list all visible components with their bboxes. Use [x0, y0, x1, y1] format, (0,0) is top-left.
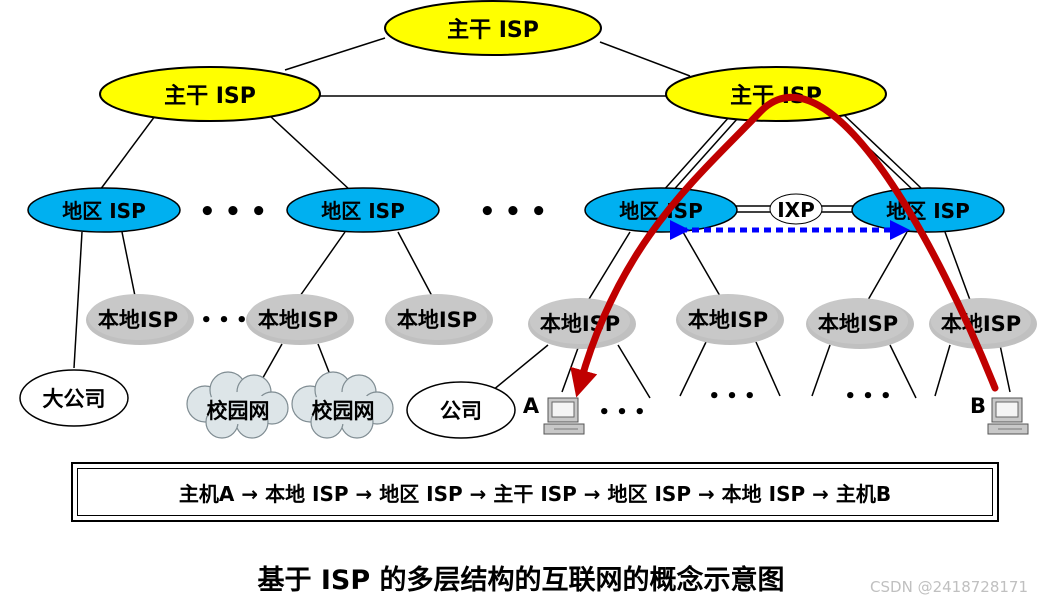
local-isp-label: 本地ISP: [258, 308, 338, 332]
big-company-label: 大公司: [43, 387, 106, 411]
backbone-isp-left: 主干 ISP: [99, 66, 321, 122]
company-node: 公司: [406, 381, 516, 439]
ixp-node: IXP: [769, 193, 823, 225]
company-label: 公司: [440, 399, 482, 423]
local-isp-label: 本地ISP: [98, 308, 178, 332]
regional-isp-4: 地区 ISP: [851, 187, 1005, 233]
watermark: CSDN @2418728171: [870, 578, 1028, 596]
campus-net-label: 校园网: [207, 399, 270, 423]
computer-icon: [543, 397, 585, 435]
diagram-caption: 基于 ISP 的多层结构的互联网的概念示意图: [257, 565, 785, 596]
route-summary-box: 主机A → 本地 ISP → 地区 ISP → 主干 ISP → 地区 ISP …: [71, 462, 999, 522]
backbone-isp-label: 主干 ISP: [447, 18, 539, 43]
campus-net-label: 校园网: [312, 399, 375, 423]
ellipsis-dots: • • •: [708, 386, 755, 407]
local-isp-3: 本地ISP: [385, 294, 493, 345]
local-isp-label: 本地ISP: [540, 312, 620, 336]
local-isp-5: 本地ISP: [676, 294, 784, 345]
regional-isp-label: 地区 ISP: [321, 199, 404, 223]
regional-isp-2: 地区 ISP: [286, 187, 440, 233]
backbone-isp-label: 主干 ISP: [730, 84, 822, 109]
backbone-isp-label: 主干 ISP: [164, 84, 256, 109]
regional-isp-label: 地区 ISP: [62, 199, 145, 223]
ixp-label: IXP: [777, 198, 815, 222]
regional-isp-1: 地区 ISP: [27, 187, 181, 233]
ellipsis-dots: • • •: [598, 402, 645, 423]
local-isp-6: 本地ISP: [806, 298, 914, 349]
local-isp-label: 本地ISP: [818, 312, 898, 336]
local-isp-1: 本地ISP: [86, 294, 194, 345]
isp-hierarchy-diagram: 主干 ISP 主干 ISP 主干 ISP 地区 ISP 地区 ISP 地区 IS…: [19, 0, 1037, 439]
host-b: B: [970, 394, 1029, 435]
backbone-isp-top: 主干 ISP: [384, 0, 602, 56]
ellipsis-dots: • • •: [199, 197, 267, 227]
regional-isp-label: 地区 ISP: [886, 199, 969, 223]
regional-isp-3: 地区 ISP: [584, 187, 738, 233]
host-b-label: B: [970, 394, 986, 418]
local-isp-label: 本地ISP: [397, 308, 477, 332]
host-a: A: [523, 394, 585, 435]
route-arrow: [570, 93, 999, 398]
big-company-node: 大公司: [19, 369, 129, 427]
campus-net-cloud-2: 校园网: [291, 371, 394, 439]
local-isp-label: 本地ISP: [688, 308, 768, 332]
ellipsis-dots: • • •: [200, 310, 247, 331]
backbone-isp-right: 主干 ISP: [665, 66, 887, 122]
host-a-label: A: [523, 394, 540, 418]
ellipsis-dots: • • •: [479, 197, 547, 227]
ellipsis-dots: • • •: [844, 386, 891, 407]
computer-icon: [987, 397, 1029, 435]
campus-net-cloud-1: 校园网: [186, 371, 289, 439]
route-summary-text: 主机A → 本地 ISP → 地区 ISP → 主干 ISP → 地区 ISP …: [77, 468, 993, 516]
local-isp-label: 本地ISP: [941, 312, 1021, 336]
local-isp-2: 本地ISP: [246, 294, 354, 345]
local-isp-7: 本地ISP: [929, 298, 1037, 349]
local-isp-4: 本地ISP: [528, 298, 636, 349]
